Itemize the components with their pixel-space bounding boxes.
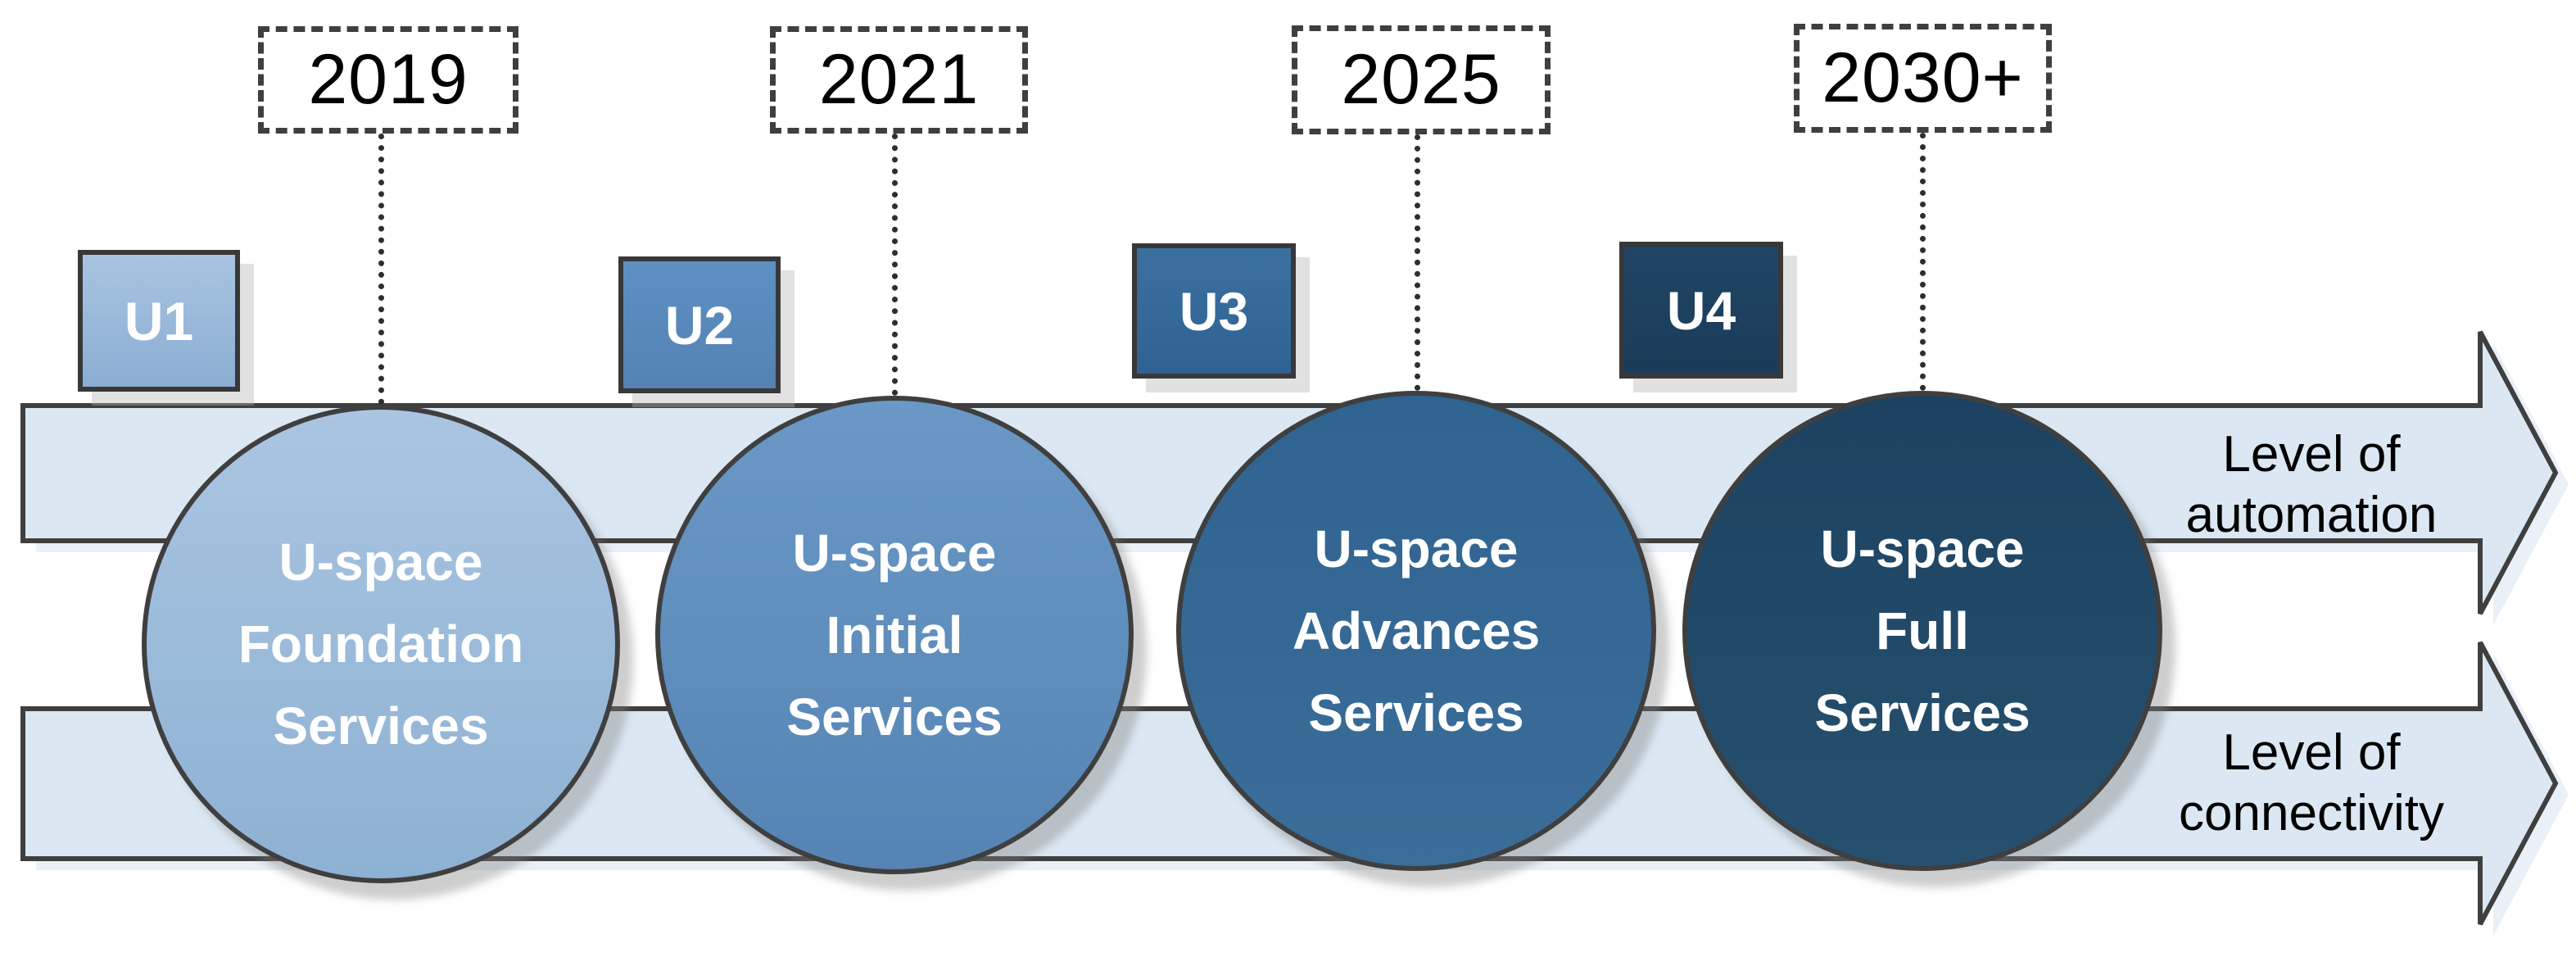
circle-foundation-services: U-space Foundation Services xyxy=(142,405,620,883)
phase-box-u1: U1 xyxy=(78,250,240,392)
automation-axis-label: Level of automation xyxy=(2185,426,2438,543)
year-box-2025: 2025 xyxy=(1292,25,1551,134)
circle-advances-services: U-space Advances Services xyxy=(1176,391,1656,871)
dotted-connector-2030 xyxy=(1920,133,1926,391)
year-box-2030: 2030+ xyxy=(1794,24,2052,133)
phase-box-u3: U3 xyxy=(1132,243,1296,379)
circle-initial-services: U-space Initial Services xyxy=(655,396,1134,874)
connectivity-axis-label: Level of connectivity xyxy=(2179,724,2444,841)
phase-box-u2: U2 xyxy=(618,256,781,393)
dotted-connector-2025 xyxy=(1415,134,1420,391)
dotted-connector-2019 xyxy=(378,134,384,405)
circle-full-services: U-space Full Services xyxy=(1682,391,2162,871)
dotted-connector-2021 xyxy=(892,134,898,396)
year-box-2019: 2019 xyxy=(258,26,518,134)
phase-box-u4: U4 xyxy=(1619,242,1783,379)
year-box-2021: 2021 xyxy=(770,26,1028,134)
